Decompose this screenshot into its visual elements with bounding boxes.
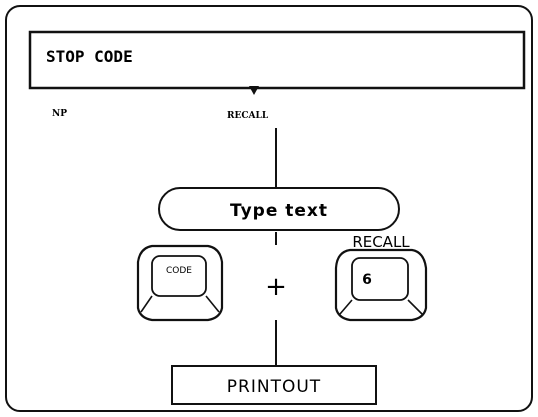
code-key-face	[151, 255, 207, 297]
indicator-recall-label: RECALL	[227, 111, 269, 121]
code-key-bevel-left	[140, 295, 153, 313]
printout-label: PRINTOUT	[227, 377, 321, 397]
plus-sign: +	[265, 272, 287, 302]
display-window	[28, 30, 526, 90]
outer-frame	[5, 5, 533, 412]
recall-key-caption: RECALL	[352, 233, 410, 251]
printout-step	[171, 365, 377, 405]
recall-6-key-bevel-right	[407, 299, 423, 315]
code-key-label: CODE	[166, 266, 192, 276]
indicator-arrow	[249, 86, 259, 95]
type-text-label: Type text	[230, 201, 328, 221]
recall-6-key-label: 6	[362, 272, 372, 288]
display-text: STOP CODE	[46, 47, 133, 66]
recall-6-key-bevel-left	[339, 299, 353, 315]
code-key-bevel-right	[205, 295, 220, 313]
code-key: CODE	[136, 244, 224, 322]
indicator-np-label: NP	[52, 109, 67, 119]
recall-6-key: 6	[334, 248, 428, 322]
recall-6-key-face	[351, 257, 409, 301]
type-text-step	[158, 187, 400, 231]
